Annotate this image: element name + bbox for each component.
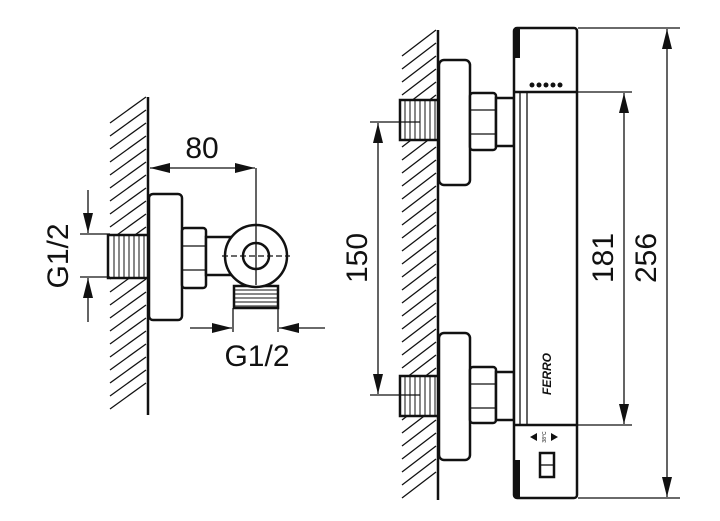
upper-flange — [437, 58, 472, 187]
hatch-line — [109, 304, 147, 332]
hatch-line — [401, 432, 437, 460]
upper-nut — [468, 91, 498, 152]
hatch-line — [401, 237, 437, 265]
dimension-80-label: 80 — [185, 132, 218, 165]
hatch-line — [401, 328, 437, 356]
lower-connector — [494, 370, 516, 422]
hatch-line — [401, 458, 437, 486]
hatch-line — [401, 172, 437, 200]
hatch-line — [401, 276, 437, 304]
lower-nut — [468, 365, 498, 425]
hatch-line — [109, 291, 147, 319]
hatch-line — [401, 445, 437, 473]
hatch-line — [401, 68, 437, 96]
hatch-line — [401, 146, 437, 174]
inlet-thread — [106, 233, 150, 280]
inlet-thread-label: G1/2 — [42, 223, 75, 288]
lower-inlet-thread — [398, 374, 440, 418]
hatch-line — [401, 419, 437, 447]
hatch-line — [109, 356, 147, 384]
upper-connector — [494, 96, 516, 148]
front-view: FERRO 38°C 150 181 256 — [341, 26, 680, 500]
hatch-line — [109, 174, 147, 202]
hatch-line — [401, 29, 437, 57]
hatch-line — [401, 159, 437, 187]
hatch-line — [109, 278, 147, 306]
hatch-line — [109, 369, 147, 397]
thread-lines — [113, 236, 145, 277]
hatch-line — [401, 471, 437, 499]
hatch-line — [109, 382, 147, 410]
hatch-line — [401, 211, 437, 239]
hatch-line — [109, 135, 147, 163]
dimension-181-label: 181 — [587, 233, 620, 283]
dimension-256-label: 256 — [630, 233, 663, 283]
hatch-line — [109, 109, 147, 137]
outlet-thread-label: G1/2 — [224, 340, 289, 373]
lower-flange — [437, 331, 472, 462]
hatch-line — [109, 161, 147, 189]
thermostat-body — [512, 26, 579, 500]
side-view: 80 G1/2 G1/2 — [42, 96, 325, 415]
indicator-dots — [529, 82, 563, 88]
hatch-line — [401, 198, 437, 226]
hatch-line — [401, 289, 437, 317]
outlet-thread — [232, 284, 280, 310]
hatch-line — [401, 224, 437, 252]
temp-right-arrow-icon — [551, 433, 558, 441]
hatch-line — [109, 200, 147, 228]
hatch-line — [109, 317, 147, 345]
hatch-line — [401, 315, 437, 343]
hatch-line — [109, 96, 147, 124]
hatch-line — [401, 250, 437, 278]
hatch-line — [401, 42, 437, 70]
hatch-line — [401, 341, 437, 369]
upper-inlet-thread — [398, 98, 440, 142]
hatch-line — [401, 55, 437, 83]
top-cap-shading — [514, 28, 520, 58]
dimension-150-label: 150 — [341, 233, 374, 283]
temperature-label: 38°C — [542, 431, 548, 443]
temp-left-arrow-icon — [530, 433, 537, 441]
hatch-line — [109, 187, 147, 215]
hatch-line — [401, 302, 437, 330]
hex-nut — [180, 226, 208, 290]
hatch-line — [109, 122, 147, 150]
hatch-line — [401, 263, 437, 291]
hatch-line — [109, 148, 147, 176]
wall-flange — [147, 192, 184, 322]
hatch-line — [109, 330, 147, 358]
brand-label: FERRO — [540, 352, 554, 395]
hatch-line — [401, 185, 437, 213]
hatch-line — [109, 343, 147, 371]
